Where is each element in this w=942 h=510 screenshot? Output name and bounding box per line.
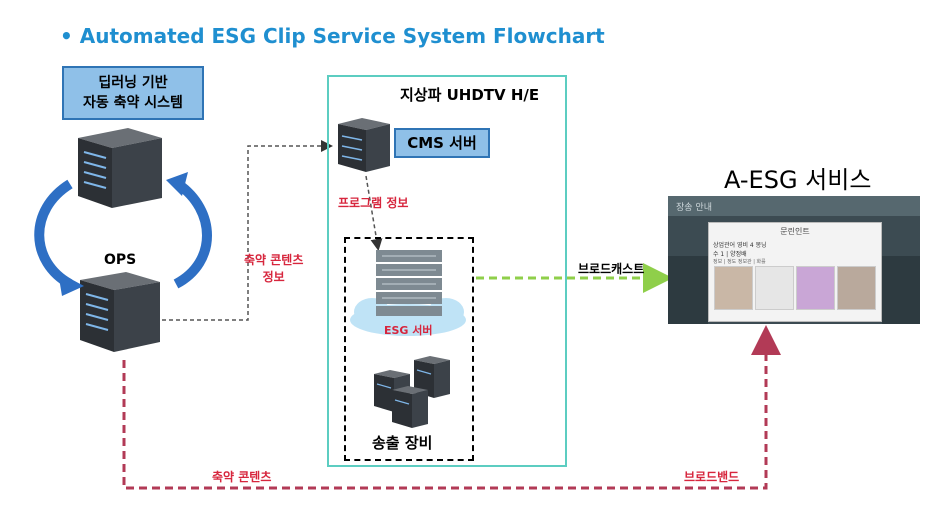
program-info-label: 프로그램 정보	[338, 196, 409, 210]
deep-learning-line2: 자동 축약 시스템	[83, 95, 183, 111]
broadband-arrow	[122, 325, 781, 490]
broadband-label: 브로드밴드	[684, 470, 740, 484]
esg-server-icon	[350, 250, 466, 336]
tv-popup-header: 문린인트	[780, 227, 810, 236]
clip-thumbnail	[796, 266, 835, 310]
uhdtv-headend-box	[327, 75, 567, 467]
clip-thumbnail	[755, 266, 794, 310]
summary-content-info-label: 축약 콘텐츠 정보	[244, 252, 303, 286]
summary-content-info-line2: 정보	[262, 270, 285, 284]
tv-popup-line1: 상업관어 영비 4 몽닝	[713, 242, 767, 249]
uhdtv-label: 지상파 UHDTV H/E	[400, 86, 540, 104]
program-info-arrow	[365, 175, 383, 251]
tv-popup-line2: 수 1 | 양정배	[713, 251, 747, 258]
cms-server-icon	[338, 118, 390, 172]
cycle-arrowhead-right	[166, 172, 188, 196]
cycle-arrowhead-left	[58, 272, 84, 296]
esg-server-label: ESG 서버	[384, 324, 433, 337]
summary-content-label: 축약 콘텐츠	[212, 470, 272, 484]
cycle-arrow-right	[173, 179, 212, 289]
deep-learning-system-box: 딥러닝 기반 자동 축약 시스템	[62, 66, 204, 120]
ops-label: OPS	[104, 252, 137, 268]
tv-tab-label: 장송 안내	[676, 203, 712, 213]
summary-info-arrow	[162, 140, 333, 321]
transmission-label: 송출 장비	[372, 434, 433, 452]
esg-server-group	[344, 237, 474, 461]
summary-content-info-line1: 축약 콘텐츠	[244, 253, 304, 267]
deep-learning-line1: 딥러닝 기반	[98, 75, 168, 91]
ops-server-icon	[80, 272, 160, 352]
cms-server-label: CMS 서버	[394, 128, 490, 158]
deep-learning-server-icon	[78, 128, 162, 208]
clip-thumbnail	[714, 266, 753, 310]
broadcast-label: 브로드캐스트	[578, 262, 645, 276]
clip-thumbnail	[837, 266, 876, 310]
cycle-arrow-left	[34, 179, 73, 289]
page-title: • Automated ESG Clip Service System Flow…	[60, 24, 605, 48]
tv-popup-line3: 정보 | 정도 정보관 | 화를	[713, 259, 766, 265]
transmission-equipment-icon	[374, 356, 450, 428]
aesg-service-title: A-ESG 서비스	[724, 166, 872, 194]
